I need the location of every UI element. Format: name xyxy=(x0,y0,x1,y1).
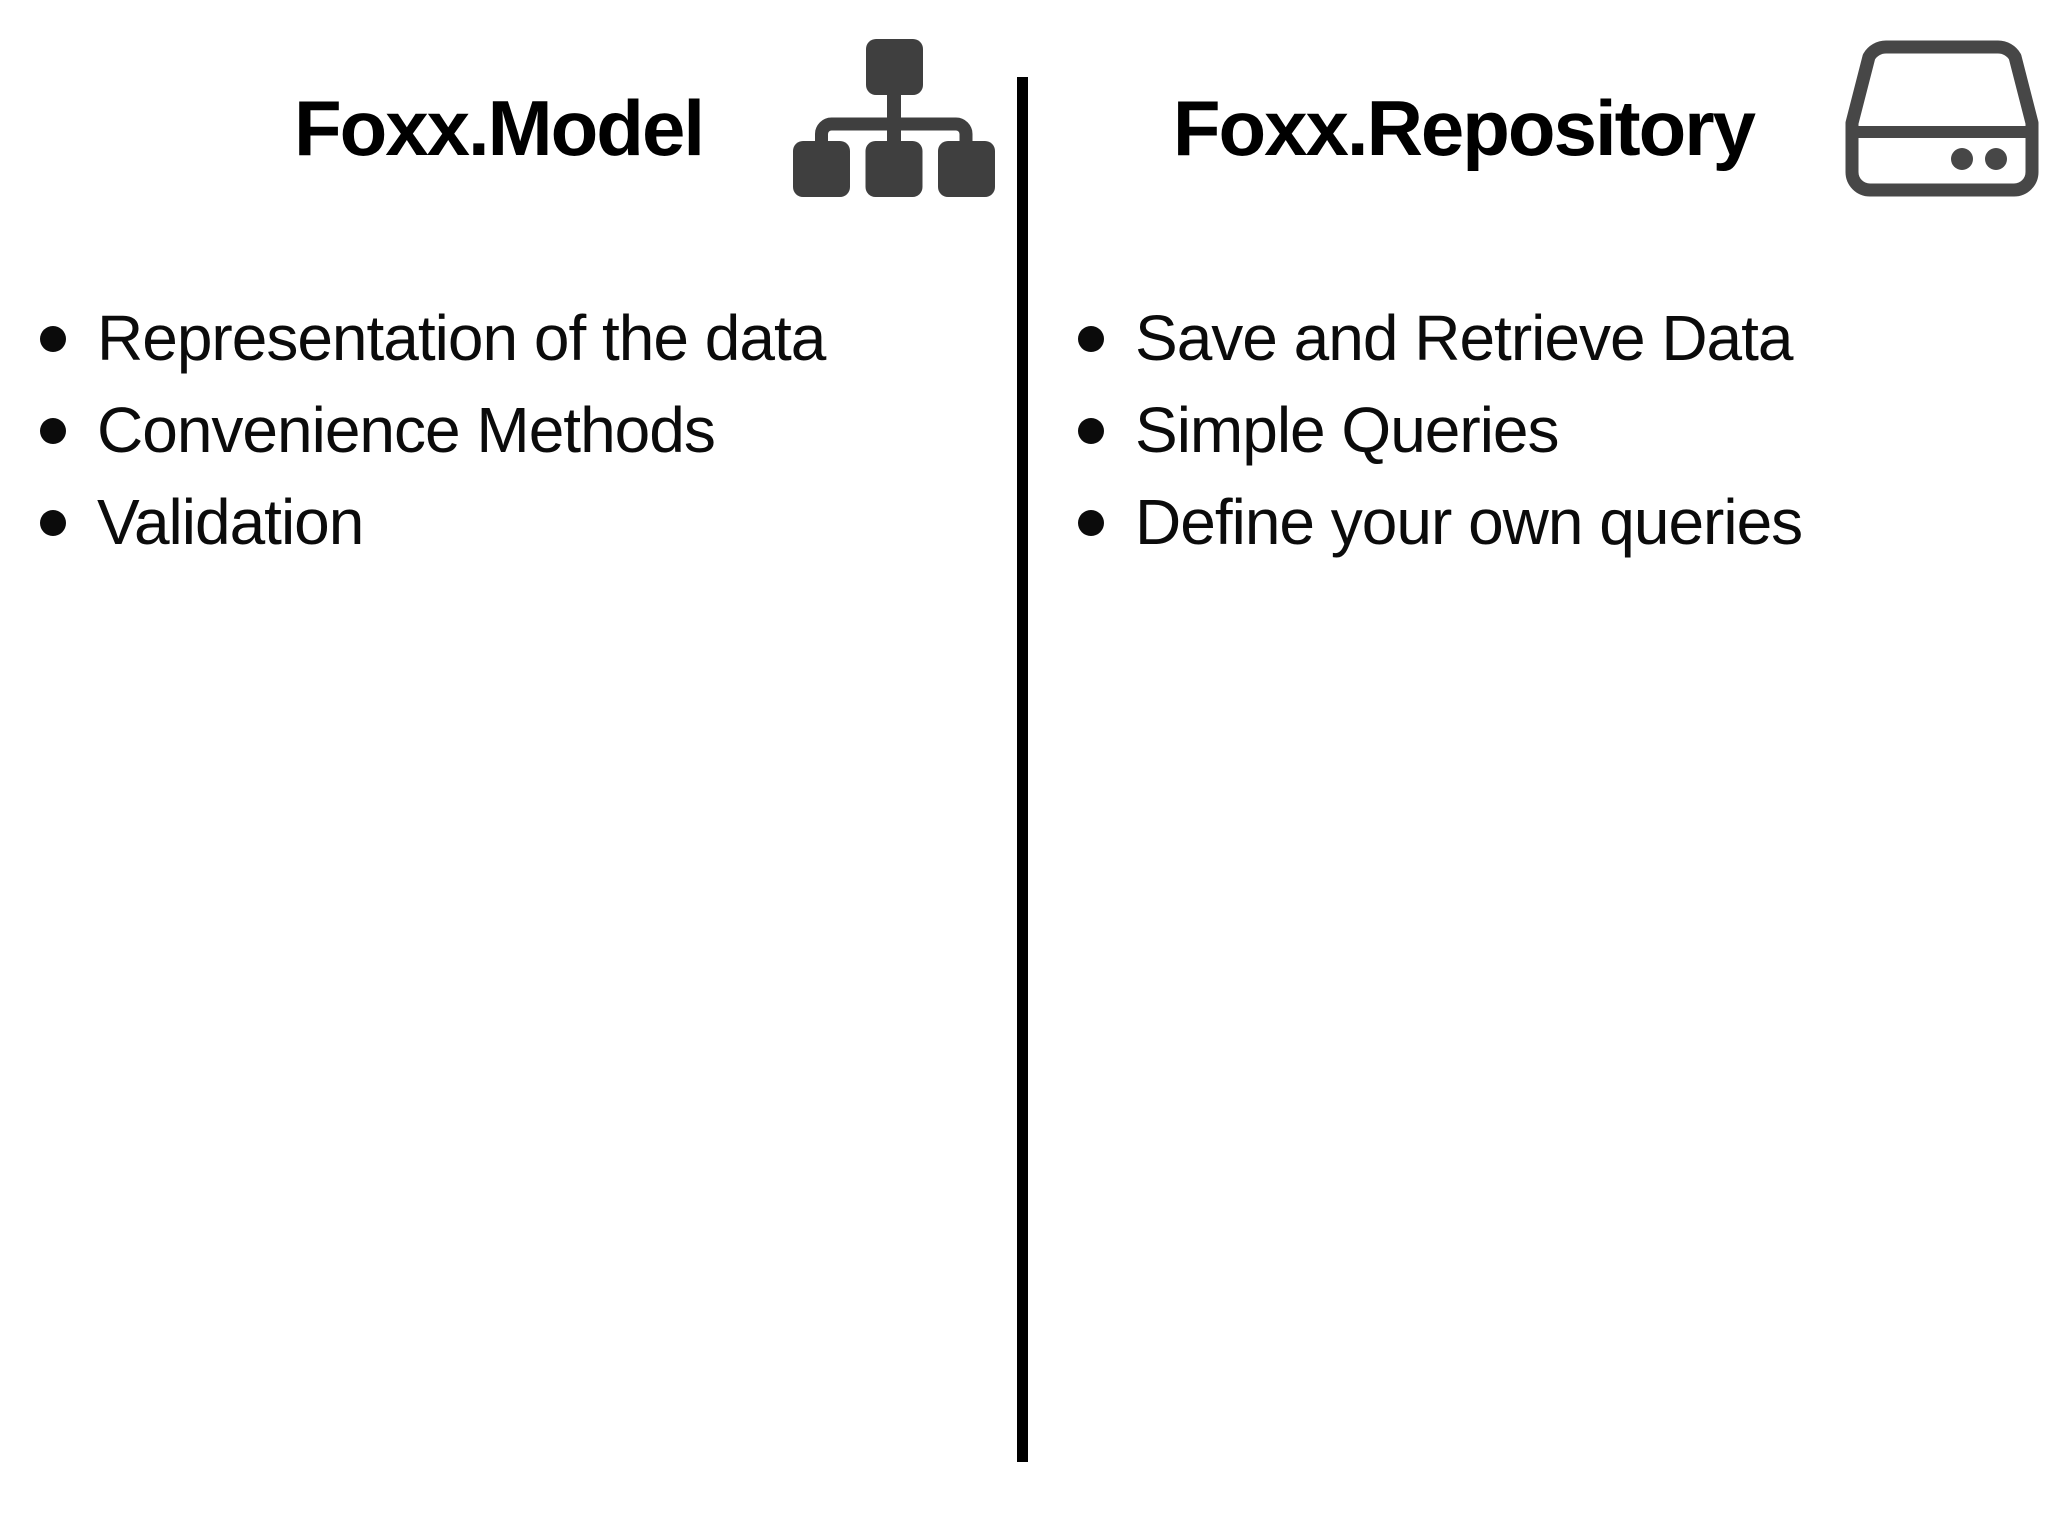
hard-drive-icon xyxy=(1844,39,2040,197)
bullet-item: Representation of the data xyxy=(40,292,1000,384)
bullet-item: Define your own queries xyxy=(1078,476,2038,568)
left-bullet-list: Representation of the data Convenience M… xyxy=(40,292,1000,568)
right-bullet-list: Save and Retrieve Data Simple Queries De… xyxy=(1078,292,2038,568)
sitemap-icon xyxy=(793,39,995,197)
left-column-title: Foxx.Model xyxy=(293,83,705,172)
column-divider xyxy=(1017,77,1028,1462)
right-column-title: Foxx.Repository xyxy=(1172,83,1756,172)
bullet-item: Save and Retrieve Data xyxy=(1078,292,2038,384)
left-column-header: Foxx.Model xyxy=(0,28,1017,208)
right-column-header: Foxx.Repository xyxy=(1028,28,2048,208)
bullet-item: Convenience Methods xyxy=(40,384,1000,476)
bullet-item: Simple Queries xyxy=(1078,384,2038,476)
bullet-item: Validation xyxy=(40,476,1000,568)
